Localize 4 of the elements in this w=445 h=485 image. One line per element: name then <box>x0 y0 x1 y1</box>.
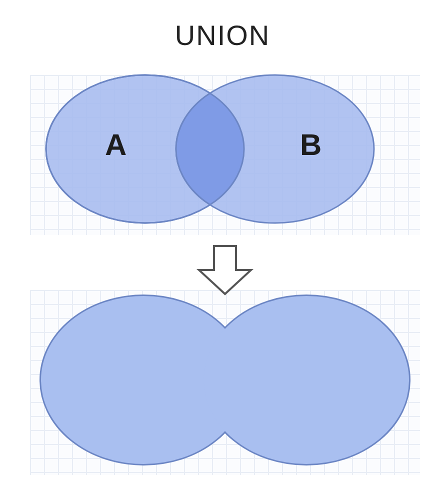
title: UNION <box>174 20 272 52</box>
arrow <box>196 245 254 296</box>
set-label: B <box>300 129 322 163</box>
set-label: A <box>105 129 127 163</box>
